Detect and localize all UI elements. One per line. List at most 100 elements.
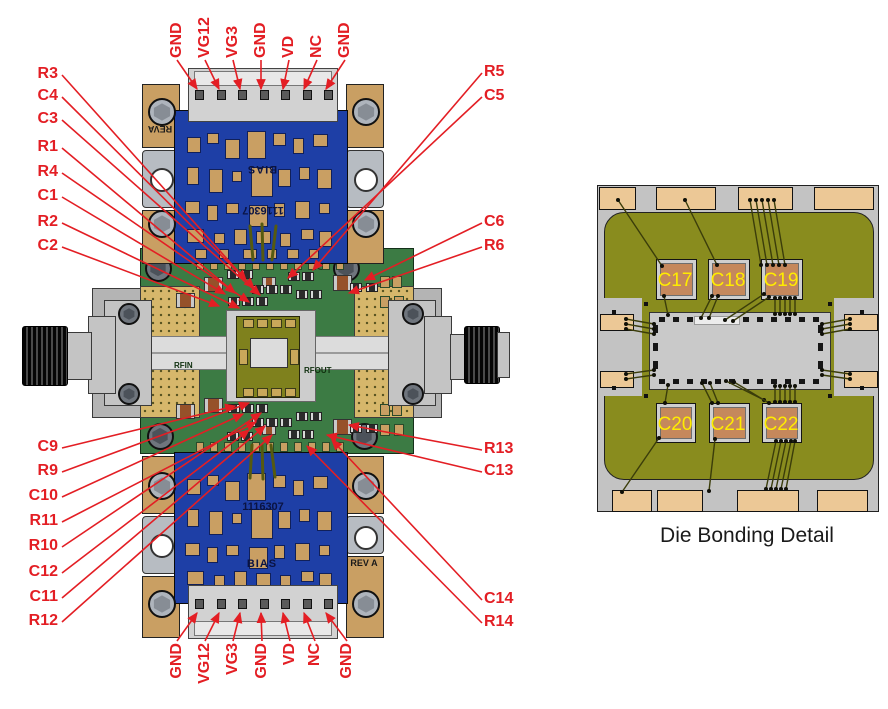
sma-body-right [424,316,452,394]
bond-pad [656,187,716,210]
bias-pad [319,203,330,214]
die-pad [673,317,679,322]
bond-pad [599,187,636,210]
chip-resistor [288,272,300,281]
bias-pad [313,134,328,147]
hex-socket [123,388,135,400]
mmic-die-detail [649,312,831,390]
via-dot [860,310,864,314]
bias-pad [207,205,218,221]
carrier-pad [243,388,254,397]
bias-pad [274,203,285,217]
die-pad [743,379,749,384]
bias-pad [287,249,299,259]
bias-pad [185,543,200,556]
bias-pad [251,509,273,539]
chip-resistor [228,297,240,306]
die-capacitor [656,403,696,443]
callout-label-c11: C11 [29,588,58,605]
connector-pin [195,599,204,609]
pin-label-bot-vg12: VG12 [196,643,213,684]
bias-pad [187,167,199,185]
capacitor-top-metal [766,407,798,439]
bond-pad [612,490,652,512]
die-pad [799,317,805,322]
silkscreen-bias-bottom: BIAS [246,558,278,570]
sma-nut-left [22,326,68,386]
connector-pin [303,599,312,609]
chip-resistor [242,404,254,413]
die-pad [653,343,658,351]
hex-socket [357,103,375,121]
bias-pad [207,547,218,563]
chip-resistor [296,412,308,421]
pin-label-top-gnd2: GND [252,22,269,58]
cap-label-c21: C21 [710,414,746,435]
chip-resistor [252,418,264,427]
via-dot [644,394,648,398]
chip-resistor [241,432,253,441]
pcb-screw [146,422,174,450]
bias-pad [301,571,314,582]
callout-label-c9: C9 [37,438,58,455]
hex-socket [123,308,135,320]
callout-label-c2: C2 [37,237,58,254]
callout-label-c12: C12 [28,563,58,580]
callout-label-r3: R3 [37,65,58,82]
die-pad [757,317,763,322]
via-dot [612,386,616,390]
die-pad [715,379,721,384]
connector-pin [238,90,247,100]
hex-socket [407,308,419,320]
bias-pad [299,167,310,180]
solder-pad [336,442,344,452]
solder-pad [394,424,404,436]
solder-pad [308,442,316,452]
callout-label-r6: R6 [484,237,505,254]
die-pad [687,379,693,384]
bias-pad [295,201,310,219]
solder-pad [392,276,402,288]
bias-pad [187,137,201,153]
via-dot [828,302,832,306]
chip-resistor [266,285,278,294]
bias-pad [232,513,242,524]
die-pad [729,379,735,384]
sma-body-left [88,316,116,394]
bias-pad [243,249,257,259]
bias-pad [195,249,207,259]
block-screw [402,383,424,405]
pin-label-bot-gnd1: GND [168,643,185,679]
connector-latch-top [194,71,332,86]
chip-resistor [227,270,239,279]
solder-pad [238,442,246,452]
callout-label-r13: R13 [484,440,514,457]
silkscreen-rev-bottom: REV A [350,558,378,568]
chip-capacitor [176,404,195,419]
die-pad [813,379,819,384]
chip-resistor [280,418,292,427]
silkscreen-rfin: RFIN [174,361,193,370]
pin-label-top-vd: VD [280,35,297,58]
chip-resistor [302,272,314,281]
bias-pad [187,571,204,585]
die-detail-caption: Die Bonding Detail [660,524,834,547]
chip-capacitor [176,293,195,308]
solder-pad [196,442,204,452]
connector-pin [324,599,333,609]
bias-pad [293,138,304,154]
chip-capacitor [204,277,223,292]
hex-socket [153,595,171,613]
bias-pad [301,229,314,240]
die-pad [818,361,823,369]
die-capacitor [709,403,750,443]
bond-pad [844,314,878,331]
solder-pad [380,404,390,416]
carrier-pad [285,388,296,397]
bond-pad [814,187,874,210]
carrier-pad [285,319,296,328]
corner-screw [148,472,176,500]
die-pad [687,317,693,322]
bias-pad [209,511,223,535]
connector-pin [238,599,247,609]
